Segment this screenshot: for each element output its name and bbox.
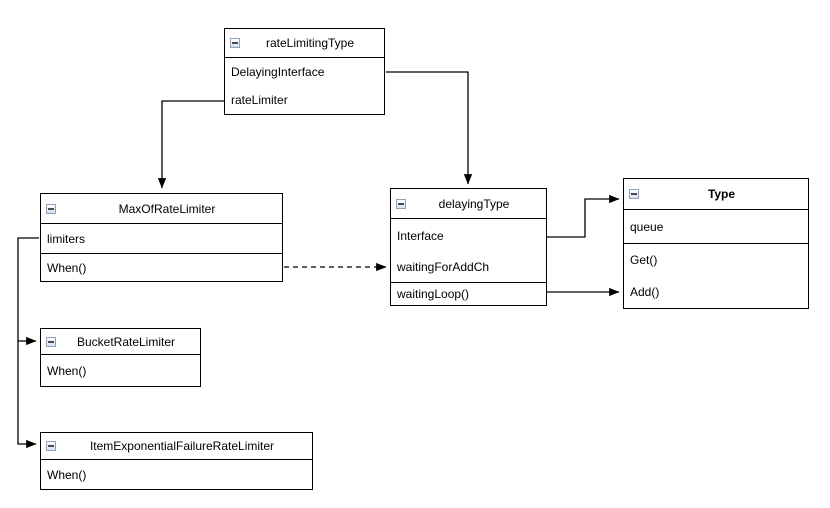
class-box-ratelimitingtype[interactable]: rateLimitingType DelayingInterface rateL…: [224, 28, 385, 115]
class-box-bucketratelimiter[interactable]: BucketRateLimiter When(): [40, 328, 201, 387]
collapse-icon[interactable]: [46, 441, 56, 451]
method-row[interactable]: Add(): [630, 285, 660, 299]
collapse-icon[interactable]: [396, 198, 406, 209]
class-header[interactable]: rateLimitingType: [225, 29, 384, 57]
class-title: delayingType: [438, 196, 510, 211]
fields-compartment: queue: [624, 209, 808, 243]
class-header[interactable]: ItemExponentialFailureRateLimiter: [41, 433, 312, 459]
method-row[interactable]: When(): [47, 260, 87, 275]
methods-compartment: When(): [41, 354, 200, 386]
method-row[interactable]: Get(): [630, 253, 658, 267]
methods-compartment: waitingLoop(): [391, 282, 546, 305]
method-row[interactable]: When(): [47, 363, 87, 378]
collapse-icon[interactable]: [230, 38, 240, 48]
class-header[interactable]: BucketRateLimiter: [41, 329, 200, 354]
edge-interface-to-type[interactable]: [547, 194, 620, 238]
edge-ratelimitingtype-to-delayingtype[interactable]: [386, 71, 473, 185]
field-row[interactable]: queue: [630, 219, 664, 234]
field-row[interactable]: rateLimiter: [231, 93, 288, 107]
class-header[interactable]: delayingType: [391, 189, 546, 218]
class-title: rateLimitingType: [265, 36, 355, 50]
class-box-type[interactable]: Type queue Get() Add(): [623, 178, 809, 309]
collapse-icon[interactable]: [629, 189, 639, 199]
fields-compartment: limiters: [41, 223, 282, 253]
field-row[interactable]: DelayingInterface: [231, 65, 325, 79]
methods-compartment: Get() Add(): [624, 243, 808, 308]
class-header[interactable]: Type: [624, 179, 808, 209]
collapse-icon[interactable]: [46, 336, 56, 347]
fields-compartment: DelayingInterface rateLimiter: [225, 57, 384, 114]
class-title: MaxOfRateLimiter: [118, 201, 216, 216]
class-header[interactable]: MaxOfRateLimiter: [41, 194, 282, 223]
collapse-icon[interactable]: [46, 203, 56, 214]
class-box-itemexponentialfailureratelimiter[interactable]: ItemExponentialFailureRateLimiter When(): [40, 432, 313, 490]
class-box-delayingtype[interactable]: delayingType Interface waitingForAddCh w…: [390, 188, 547, 306]
edge-ratelimitingtype-to-maxofratelimiter[interactable]: [157, 100, 225, 189]
methods-compartment: When(): [41, 253, 282, 281]
method-row[interactable]: waitingLoop(): [397, 287, 470, 301]
class-title: ItemExponentialFailureRateLimiter: [89, 439, 275, 453]
methods-compartment: When(): [41, 459, 312, 489]
class-title: Type: [707, 187, 736, 201]
field-row[interactable]: Interface: [397, 228, 444, 243]
field-row[interactable]: limiters: [47, 231, 85, 246]
fields-compartment: Interface waitingForAddCh: [391, 218, 546, 282]
field-row[interactable]: waitingForAddCh: [397, 260, 490, 274]
method-row[interactable]: When(): [47, 467, 87, 482]
class-box-maxofratelimiter[interactable]: MaxOfRateLimiter limiters When(): [40, 193, 283, 282]
class-title: BucketRateLimiter: [76, 334, 176, 349]
